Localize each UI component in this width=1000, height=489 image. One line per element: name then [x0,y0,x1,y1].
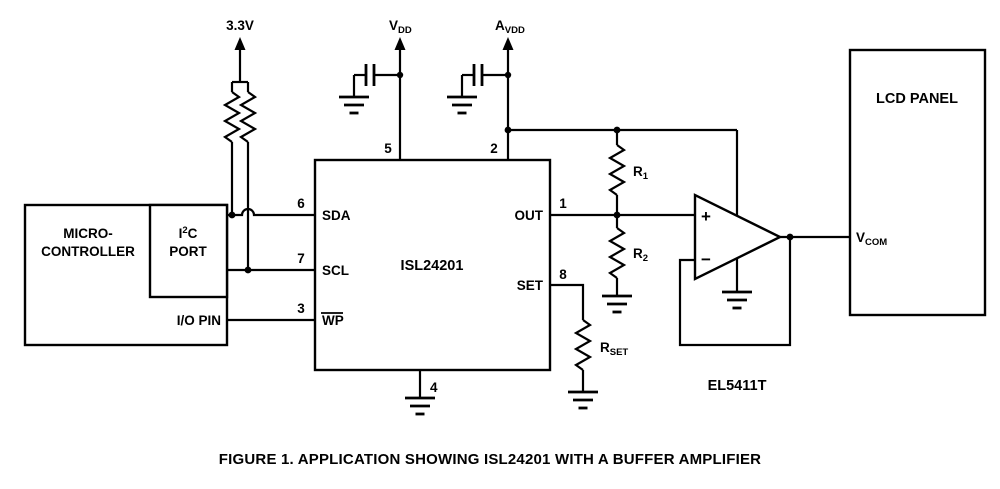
ground-symbol [600,294,634,314]
lcd-panel-label: LCD PANEL [876,91,958,107]
junction-dot [613,211,621,219]
out-net: R1 R2 [550,130,695,314]
opamp-part-label: EL5411T [708,378,767,394]
r1-label: R1 [633,164,649,182]
ground-symbol [403,396,437,416]
r2-label: R2 [633,246,648,264]
lcd-panel-block: LCD PANEL VCOM [848,48,987,317]
microcontroller-label-line2: CONTROLLER [41,244,135,259]
rset-label: RSET [600,340,628,358]
isl24201-block: ISL24201 SDA SCL WP OUT SET 6 7 3 5 2 1 … [297,141,567,416]
resistor-r2 [608,226,626,280]
pin-number-2: 2 [490,141,498,156]
supply-3v3-label: 3.3V [226,18,254,33]
pin-number-3: 3 [297,301,305,316]
pin-number-7: 7 [297,251,305,266]
opamp-minus-input-label: − [701,250,711,269]
feedback-wire [678,237,792,347]
microcontroller-block: MICRO- CONTROLLER I2C PORT I/O PIN [23,203,229,347]
pin-label-wp: WP [322,313,344,328]
microcontroller-label-line1: MICRO- [63,226,113,241]
io-pin-label: I/O PIN [177,313,221,328]
set-wire [550,283,585,320]
vdd-supply: VDD [337,18,412,160]
pullup-resistor-sda [223,90,241,144]
vdd-label: VDD [389,18,412,36]
figure-caption: FIGURE 1. APPLICATION SHOWING ISL24201 W… [219,451,761,468]
i2c-port-box [148,203,229,299]
i2c-bus-wires [227,207,315,322]
resistor-rset [574,318,592,372]
pin-number-1: 1 [559,196,567,211]
i2c-port-label-line1: I2C [179,225,198,241]
lcd-panel-box [848,48,987,317]
ground-symbol [445,95,479,115]
pin-number-6: 6 [297,196,305,211]
avdd-label: AVDD [495,18,525,36]
opamp-buffer: + − EL5411T [678,193,850,394]
pin-label-scl: SCL [322,263,349,278]
ground-symbol [566,390,600,410]
vcom-label: VCOM [856,230,887,248]
avdd-supply: AVDD [445,18,739,216]
junction-dot [504,126,512,134]
ground-symbol [720,290,754,310]
opamp-plus-input-label: + [701,207,711,226]
pin-label-set: SET [517,278,544,293]
pin-number-5: 5 [384,141,392,156]
sda-wire-with-hop [227,207,315,217]
supply-3v3: 3.3V [223,18,257,274]
set-net: RSET [550,283,628,410]
pin-label-out: OUT [515,208,544,223]
pullup-resistor-scl [239,90,257,144]
pin-number-8: 8 [559,267,567,282]
isl24201-box [313,158,552,372]
junction-dot [786,233,794,241]
i2c-port-label-line2: PORT [169,244,207,259]
pin-label-sda: SDA [322,208,351,223]
ground-symbol [337,95,371,115]
resistor-r1 [608,143,626,197]
pin-number-4: 4 [430,380,438,395]
isl24201-label: ISL24201 [401,258,464,274]
